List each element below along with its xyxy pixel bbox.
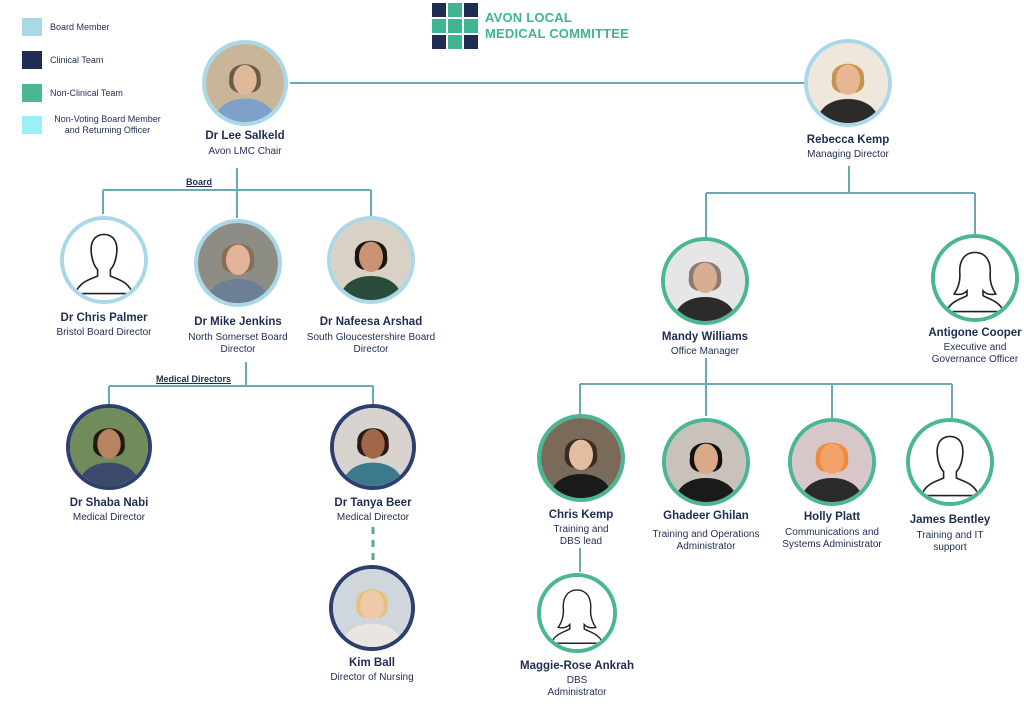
avatar [931, 234, 1019, 322]
person-role: Bristol Board Director [56, 327, 152, 338]
person-role: Executive and Governance Officer [931, 342, 1019, 365]
female-silhouette-icon [541, 577, 613, 649]
avatar [60, 216, 148, 304]
avatar [202, 40, 288, 126]
avatar [906, 418, 994, 506]
portrait-photo [665, 241, 745, 321]
avatar [330, 404, 416, 490]
avatar [537, 414, 625, 502]
person-name: Rebecca Kemp [806, 134, 890, 146]
person-role: Avon LMC Chair [208, 146, 282, 157]
avatar [329, 565, 415, 651]
legend-swatch [22, 116, 42, 134]
avatar [327, 216, 415, 304]
avatar [194, 219, 282, 307]
legend-swatch [22, 18, 42, 36]
person-name: Dr Lee Salkeld [205, 130, 285, 142]
person-role: Office Manager [670, 346, 740, 357]
person-role: Training and DBS lead [553, 524, 609, 547]
person-name: Dr Nafeesa Arshad [319, 316, 423, 328]
portrait-photo [541, 418, 621, 498]
avatar [804, 39, 892, 127]
person-name: Dr Tanya Beer [334, 497, 412, 509]
female-silhouette-icon [935, 238, 1015, 318]
person-role: Managing Director [807, 149, 889, 160]
person-role: Communications and Systems Administrator [782, 527, 882, 550]
person-name: Dr Chris Palmer [60, 312, 148, 324]
portrait-photo [333, 569, 411, 647]
group-label-board: Board [186, 177, 213, 187]
legend-swatch [22, 84, 42, 102]
person-name: Holly Platt [803, 511, 861, 523]
avatar [661, 237, 749, 325]
legend-non-clinical-team: Non-Clinical Team [22, 84, 123, 102]
person-name: Dr Mike Jenkins [194, 316, 282, 328]
person-name: Dr Shaba Nabi [69, 497, 149, 509]
portrait-photo [334, 408, 412, 486]
portrait-photo [70, 408, 148, 486]
person-role: North Somerset Board Director [188, 332, 288, 355]
legend-label: Non-Voting Board Member and Returning Of… [54, 114, 161, 135]
portrait-photo [198, 223, 278, 303]
legend-label: Non-Clinical Team [50, 87, 123, 98]
person-role: South Gloucestershire Board Director [306, 332, 436, 355]
portrait-photo [666, 422, 746, 502]
person-name: James Bentley [909, 514, 991, 526]
avatar [662, 418, 750, 506]
legend-label: Board Member [50, 21, 110, 32]
logo-mark [432, 3, 478, 49]
group-label-medical-directors: Medical Directors [156, 374, 232, 384]
person-role: Medical Director [336, 512, 410, 523]
portrait-photo [808, 43, 888, 123]
person-name: Maggie-Rose Ankrah [520, 660, 634, 672]
legend-clinical-team: Clinical Team [22, 51, 103, 69]
person-role: Training and IT support [916, 530, 984, 553]
person-role: Training and Operations Administrator [652, 529, 760, 552]
person-role: Medical Director [72, 512, 146, 523]
avon-lmc-logo: AVON LOCAL MEDICAL COMMITTEE [432, 3, 629, 49]
avatar [788, 418, 876, 506]
person-role: DBS Administrator [547, 675, 607, 698]
avatar [66, 404, 152, 490]
legend-swatch [22, 51, 42, 69]
person-name: Mandy Williams [661, 331, 749, 343]
male-silhouette-icon [910, 422, 990, 502]
portrait-photo [792, 422, 872, 502]
logo-wordmark: AVON LOCAL MEDICAL COMMITTEE [485, 10, 629, 42]
logo-line-2: MEDICAL COMMITTEE [485, 26, 629, 41]
logo-line-1: AVON LOCAL [485, 10, 572, 25]
avatar [537, 573, 617, 653]
male-silhouette-icon [64, 220, 144, 300]
person-name: Ghadeer Ghilan [663, 510, 749, 522]
legend-non-voting-member: Non-Voting Board Member and Returning Of… [22, 114, 165, 136]
person-name: Antigone Cooper [928, 327, 1022, 339]
portrait-photo [206, 44, 284, 122]
person-role: Director of Nursing [330, 672, 414, 683]
person-name: Kim Ball [348, 657, 395, 669]
legend-label: Clinical Team [50, 54, 104, 65]
portrait-photo [331, 220, 411, 300]
legend-board-member: Board Member [22, 18, 110, 36]
person-name: Chris Kemp [548, 509, 614, 521]
